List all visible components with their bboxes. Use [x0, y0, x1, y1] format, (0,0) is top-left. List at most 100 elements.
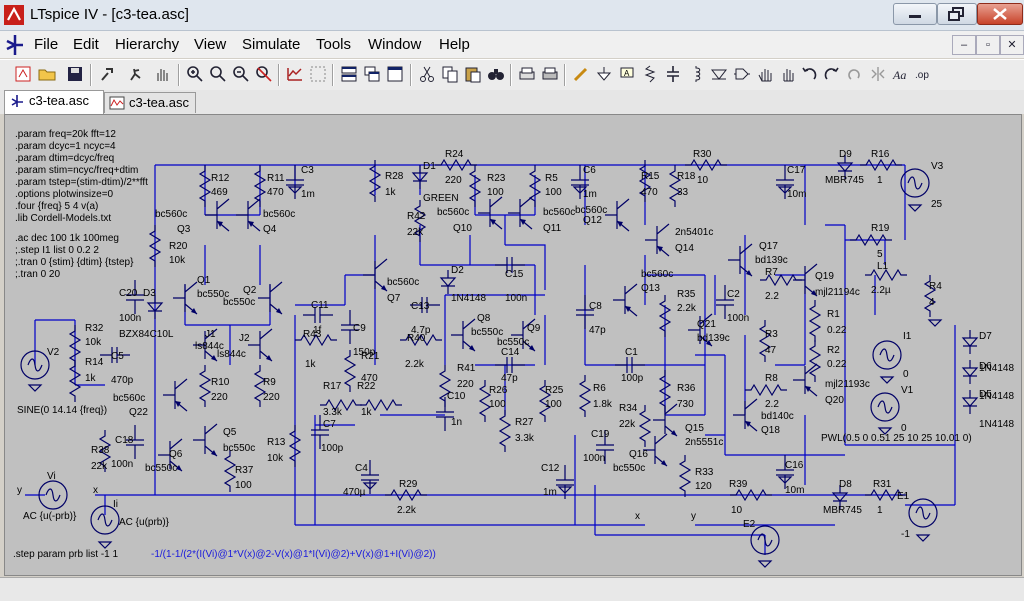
rotate-icon[interactable] [846, 65, 864, 83]
ref-label: R3 [765, 329, 778, 340]
redo-icon[interactable] [823, 65, 841, 83]
part-label: bc550c [197, 289, 229, 300]
zoom-fit-icon[interactable] [255, 65, 273, 83]
mdi-restore-button[interactable]: ▫ [976, 35, 1000, 55]
autorange-icon[interactable] [286, 65, 304, 83]
move-icon[interactable] [756, 65, 774, 83]
menu-file[interactable]: File [34, 36, 59, 53]
grid-icon[interactable] [309, 65, 327, 83]
zoom-in-icon[interactable] [186, 65, 204, 83]
schematic-doc-icon[interactable] [2, 32, 28, 58]
drag-icon[interactable] [779, 65, 797, 83]
menu-simulate[interactable]: Simulate [242, 36, 301, 53]
ref-label: Q7 [387, 293, 401, 304]
component-icon[interactable] [733, 65, 751, 83]
ref-label: C12 [541, 463, 560, 474]
diode-icon[interactable] [710, 65, 728, 83]
label-net-icon[interactable]: A [618, 65, 636, 83]
part-label: bd140c [761, 411, 794, 422]
part-label: 1N4148 [451, 293, 486, 304]
close-all-icon[interactable] [386, 65, 404, 83]
part-label: bc560c [263, 209, 295, 220]
save-icon[interactable] [66, 65, 84, 83]
pan-icon[interactable] [209, 65, 227, 83]
formula-comment: -1/(1-1/(2*(I(Vi)@1*V(x)@2-V(x)@1*I(Vi)@… [151, 549, 436, 560]
value-label: 470 [267, 187, 284, 198]
cascade-icon[interactable] [363, 65, 381, 83]
restore-button[interactable] [937, 3, 977, 25]
menu-tools[interactable]: Tools [316, 36, 352, 53]
ref-label: C15 [505, 269, 524, 280]
ref-label: Q20 [825, 395, 844, 406]
print-icon[interactable] [541, 65, 559, 83]
ref-label: R10 [211, 377, 230, 388]
find-icon[interactable] [487, 65, 505, 83]
ltspice-app-icon[interactable] [4, 5, 24, 25]
menu-help[interactable]: Help [439, 36, 470, 53]
text-icon[interactable]: Aa [892, 65, 910, 83]
resistor-icon[interactable] [641, 65, 659, 83]
spice-directive-icon[interactable]: .op [915, 65, 933, 83]
value-label: 100 [235, 480, 252, 491]
close-button[interactable] [977, 3, 1023, 25]
part-label: bc560c [641, 269, 673, 280]
menu-hierarchy[interactable]: Hierarchy [115, 36, 180, 53]
svg-text:Aa: Aa [892, 68, 906, 82]
control-panel-icon[interactable] [99, 65, 117, 83]
mdi-close-button[interactable]: ✕ [1000, 35, 1024, 55]
ref-label: Q8 [477, 313, 491, 324]
zoom-out-icon[interactable] [232, 65, 250, 83]
ref-label: Q11 [543, 223, 562, 234]
ref-label: Q17 [759, 241, 778, 252]
value-label: -1 [901, 529, 910, 540]
part-label: bc560c [387, 277, 419, 288]
tile-horizontal-icon[interactable] [340, 65, 358, 83]
value-label: 2.2µ [871, 285, 891, 296]
value-label: 0.22 [827, 325, 847, 336]
ref-label: R42 [407, 211, 426, 222]
title-bar: LTspice IV - [c3-tea.asc] [0, 0, 1024, 31]
copy-icon[interactable] [441, 65, 459, 83]
ref-label: C17 [787, 165, 806, 176]
source-value: AC {u(-prb)} [23, 511, 77, 522]
menu-view[interactable]: View [194, 36, 227, 53]
value-label: 100n [119, 313, 141, 324]
net-label: y [17, 485, 22, 496]
inductor-icon[interactable] [687, 65, 705, 83]
undo-icon[interactable] [800, 65, 818, 83]
print-preview-icon[interactable] [518, 65, 536, 83]
directive-line: .four {freq} 5 4 v(a) [15, 201, 98, 212]
menu-edit[interactable]: Edit [73, 36, 99, 53]
value-label: 10k [85, 337, 102, 348]
new-schematic-icon[interactable] [14, 65, 32, 83]
mirror-icon[interactable] [869, 65, 887, 83]
ref-label: R36 [677, 383, 696, 394]
cut-icon[interactable] [418, 65, 436, 83]
ref-label: E2 [743, 519, 756, 530]
ref-label: R2 [827, 345, 840, 356]
capacitor-icon[interactable] [664, 65, 682, 83]
ground-icon[interactable] [595, 65, 613, 83]
run-icon[interactable] [127, 65, 145, 83]
svg-text:A: A [624, 69, 630, 78]
ref-label: C1 [625, 347, 638, 358]
mdi-minimize-button[interactable]: – [952, 35, 976, 55]
value-label: 1m [543, 487, 557, 498]
draw-wire-icon[interactable] [572, 65, 590, 83]
part-label: 1N4148 [979, 363, 1014, 374]
halt-icon[interactable] [153, 65, 171, 83]
open-folder-icon[interactable] [38, 65, 56, 83]
spice-directives[interactable]: .param freq=20k fft=12 .param dcyc=1 ncy… [13, 129, 436, 560]
paste-icon[interactable] [464, 65, 482, 83]
part-label: bd139c [755, 255, 788, 266]
tab-waveform[interactable]: c3-tea.asc [104, 92, 196, 113]
value-label: 1f [313, 325, 322, 336]
step-directive: .step param prb list -1 1 [13, 549, 118, 560]
minimize-button[interactable] [893, 3, 937, 25]
tab-schematic[interactable]: c3-tea.asc [4, 90, 104, 114]
schematic-canvas[interactable]: .param freq=20k fft=12 .param dcyc=1 ncy… [4, 114, 1022, 576]
net-label: y [691, 511, 696, 522]
menu-window[interactable]: Window [368, 36, 422, 53]
directive-line: .param dcyc=1 ncyc=4 [15, 141, 116, 152]
ref-label: D8 [839, 479, 852, 490]
